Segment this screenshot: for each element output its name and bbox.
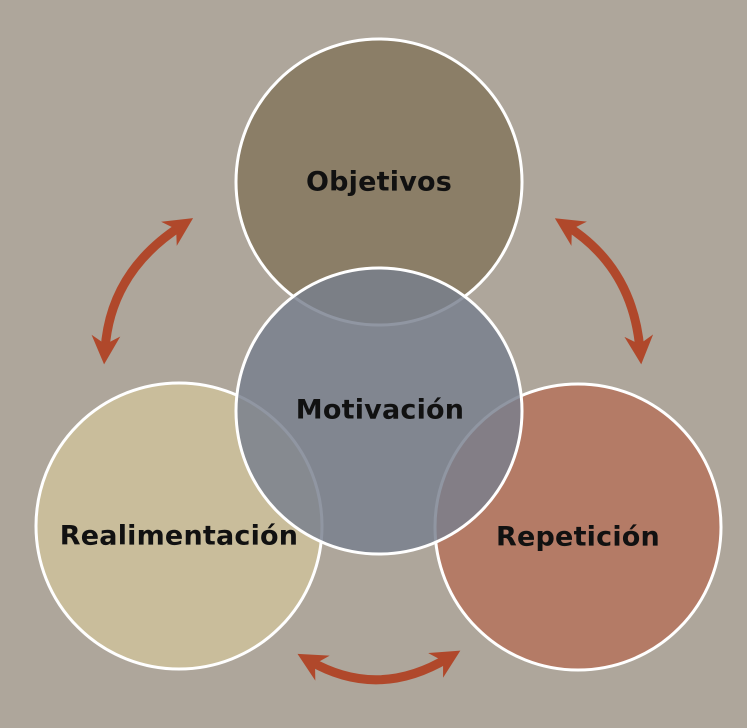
label-realimentacion: Realimentación [59, 520, 299, 552]
arrow-objetivos-repeticion [554, 218, 654, 365]
label-repeticion: Repetición [496, 521, 660, 553]
label-motivacion: Motivación [295, 394, 465, 426]
label-objetivos: Objetivos [305, 166, 453, 198]
circle-motivacion [234, 266, 524, 556]
arrow-realimentacion-repeticion [297, 650, 461, 685]
arrow-objetivos-realimentacion [91, 218, 194, 365]
